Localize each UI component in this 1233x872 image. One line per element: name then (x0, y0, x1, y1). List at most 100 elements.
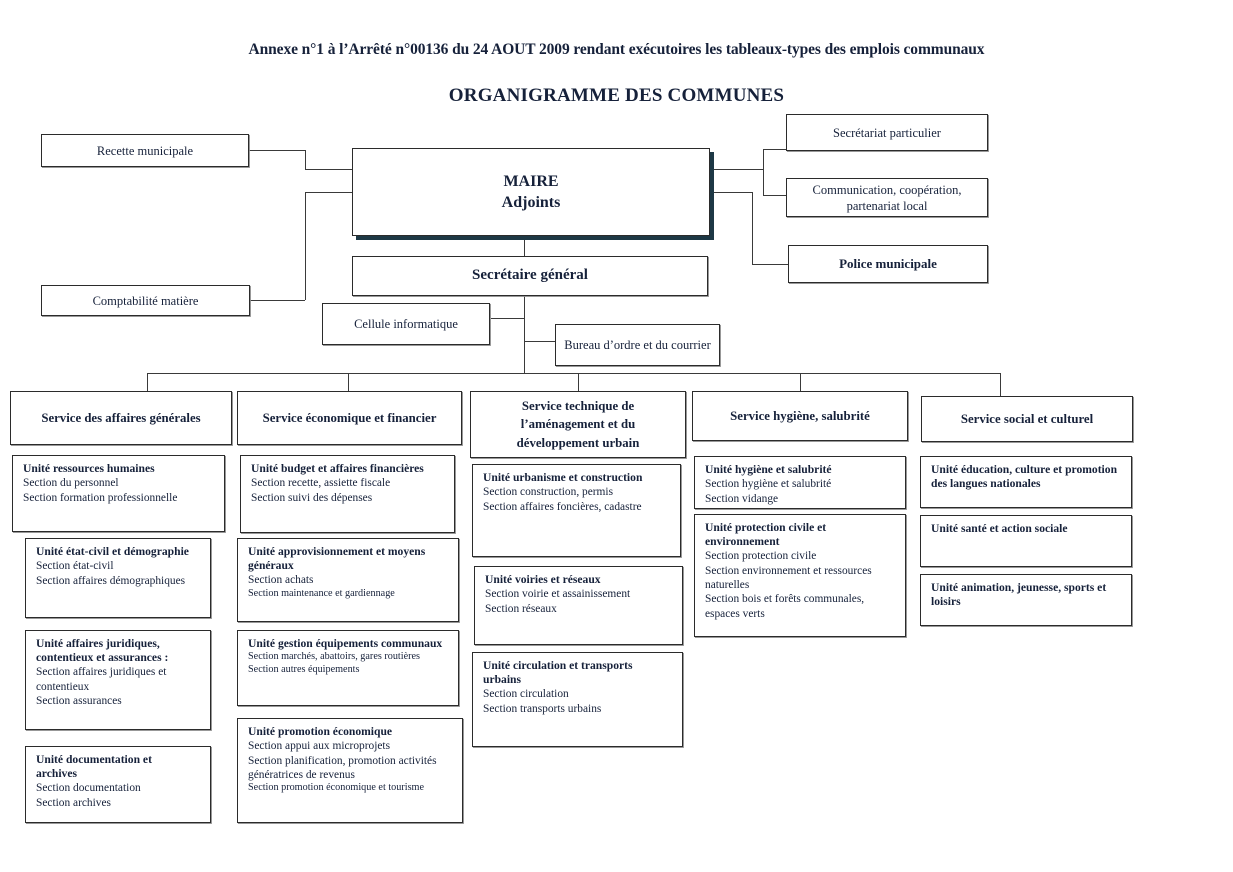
box-communication-cooperation[interactable]: Communication, coopération, partenariat … (786, 178, 988, 217)
unit-1-1-section-2: Section formation professionnelle (23, 491, 178, 504)
connector-drop-service-3 (578, 373, 579, 391)
unit-ressources-humaines[interactable]: Unité ressources humaines Section du per… (12, 455, 225, 532)
secretariat-label: Secrétariat particulier (833, 125, 941, 140)
connector-maire-sg (524, 236, 525, 256)
unit-protection-civile-environnement[interactable]: Unité protection civile et environnement… (694, 514, 906, 637)
unit-4-2-section-1: Section protection civile (705, 550, 817, 563)
unit-5-1-title-line1: Unité éducation, culture et promotion (931, 463, 1118, 476)
unit-1-2-section-1: Section état-civil (36, 560, 114, 573)
unit-3-3-section-2: Section transports urbains (483, 702, 602, 715)
unit-3-2-section-2: Section réseaux (485, 602, 557, 615)
unit-3-2-section-1: Section voirie et assainissement (485, 588, 631, 601)
unit-1-2-section-2: Section affaires démographiques (36, 574, 186, 587)
unit-2-2-title-line1: Unité approvisionnement et moyens (248, 545, 426, 558)
unit-1-3-section-2: Section assurances (36, 695, 122, 707)
box-police-municipale[interactable]: Police municipale (788, 245, 988, 283)
unit-3-1-section-2: Section affaires foncières, cadastre (483, 500, 642, 513)
unit-urbanisme-construction[interactable]: Unité urbanisme et construction Section … (472, 464, 681, 557)
maire-label-line2: Adjoints (501, 194, 561, 211)
service-3-title-line3: développement urbain (516, 435, 640, 450)
service-5-title: Service social et culturel (960, 411, 1094, 426)
unit-4-2-section-2: Section environnement et ressources (705, 564, 872, 577)
box-secretariat-particulier[interactable]: Secrétariat particulier (786, 114, 988, 151)
box-service-technique[interactable]: Service technique de l’aménagement et du… (470, 391, 686, 458)
unit-1-1-title: Unité ressources humaines (23, 462, 155, 475)
unit-gestion-equipements-communaux[interactable]: Unité gestion équipements communaux Sect… (237, 630, 459, 706)
connector-recette-h1 (249, 150, 305, 151)
unit-animation-jeunesse-sports-loisirs[interactable]: Unité animation, jeunesse, sports et loi… (920, 574, 1132, 626)
box-maire-adjoints[interactable]: MAIRE Adjoints (352, 148, 710, 236)
unit-2-3-section-2: Section autres équipements (248, 663, 360, 675)
annex-reference-line: Annexe n°1 à l’Arrêté n°00136 du 24 AOUT… (248, 41, 985, 58)
box-service-social-culturel[interactable]: Service social et culturel (921, 396, 1133, 442)
unit-promotion-economique[interactable]: Unité promotion économique Section appui… (237, 718, 463, 823)
unit-circulation-transports-urbains[interactable]: Unité circulation et transports urbains … (472, 652, 683, 747)
chart-title: ORGANIGRAMME DES COMMUNES (448, 85, 785, 106)
unit-documentation-archives[interactable]: Unité documentation et archives Section … (25, 746, 211, 823)
unit-1-2-title: Unité état-civil et démographie (36, 545, 189, 558)
box-service-hygiene-salubrite[interactable]: Service hygiène, salubrité (692, 391, 908, 441)
unit-education-culture-langues[interactable]: Unité éducation, culture et promotion de… (920, 456, 1132, 508)
unit-1-4-section-2: Section archives (36, 796, 111, 809)
unit-etat-civil-demographie[interactable]: Unité état-civil et démographie Section … (25, 538, 211, 618)
unit-3-1-title: Unité urbanisme et construction (483, 471, 643, 484)
unit-5-3-title-line1: Unité animation, jeunesse, sports et (931, 581, 1107, 594)
unit-sante-action-sociale[interactable]: Unité santé et action sociale (920, 515, 1132, 567)
unit-2-4-section-3: génératrices de revenus (248, 768, 355, 781)
unit-3-1-section-1: Section construction, permis (483, 486, 614, 499)
connector-police-h (752, 264, 788, 265)
box-cellule-informatique[interactable]: Cellule informatique (322, 303, 490, 345)
unit-5-3-title-line2: loisirs (931, 595, 961, 609)
unit-1-1-section-1: Section du personnel (23, 477, 119, 490)
unit-5-2-title: Unité santé et action sociale (931, 522, 1068, 535)
unit-4-2-section-4: Section bois et forêts communales, (705, 593, 865, 606)
connector-secretariat-bus (763, 149, 764, 195)
unit-3-3-title-line1: Unité circulation et transports (483, 659, 633, 672)
communication-label-group: Communication, coopération, partenariat … (813, 182, 962, 214)
box-bureau-ordre-courrier[interactable]: Bureau d’ordre et du courrier (555, 324, 720, 366)
service-3-title-line1: Service technique de (521, 398, 635, 413)
service-3-title-line2: l’aménagement et du (520, 417, 636, 432)
unit-4-1-title: Unité hygiène et salubrité (705, 463, 832, 476)
unit-hygiene-salubrite[interactable]: Unité hygiène et salubrité Section hygiè… (694, 456, 906, 509)
unit-2-4-section-4: Section promotion économique et tourisme (248, 782, 424, 794)
connector-comptabilite-v (305, 192, 306, 300)
unit-1-4-title-line1: Unité documentation et (36, 753, 152, 766)
connector-police-v (752, 192, 753, 264)
connector-services-bus (147, 373, 1000, 374)
bureau-label: Bureau d’ordre et du courrier (564, 338, 711, 352)
maire-label-line1: MAIRE (503, 172, 559, 190)
unit-budget-affaires-financieres[interactable]: Unité budget et affaires financières Sec… (240, 455, 455, 533)
comptabilite-label: Comptabilité matière (92, 293, 199, 308)
box-comptabilite-matiere[interactable]: Comptabilité matière (41, 285, 250, 316)
unit-2-1-section-1: Section recette, assiette fiscale (251, 477, 391, 490)
service-2-title: Service économique et financier (262, 410, 437, 425)
unit-1-4-title-line2: archives (36, 767, 78, 781)
unit-3-3-title-line2: urbains (483, 673, 522, 687)
box-service-economique-financier[interactable]: Service économique et financier (237, 391, 462, 445)
unit-3-3-section-1: Section circulation (483, 688, 569, 701)
unit-1-3-title-line2: contentieux et assurances : (36, 651, 169, 665)
unit-approvisionnement-moyens-generaux[interactable]: Unité approvisionnement et moyens généra… (237, 538, 459, 622)
maire-label-group: MAIRE Adjoints (502, 171, 561, 213)
connector-maire-right-h1 (710, 169, 763, 170)
unit-voiries-reseaux[interactable]: Unité voiries et réseaux Section voirie … (474, 566, 683, 645)
cellule-label: Cellule informatique (354, 317, 458, 331)
connector-comptabilite-h2 (305, 192, 352, 193)
unit-3-2-title: Unité voiries et réseaux (485, 573, 601, 586)
unit-2-3-title: Unité gestion équipements communaux (248, 637, 443, 650)
box-recette-municipale[interactable]: Recette municipale (41, 134, 249, 167)
connector-cellule-h (491, 318, 524, 319)
unit-2-2-title-line2: généraux (248, 559, 294, 573)
unit-affaires-juridiques[interactable]: Unité affaires juridiques, contentieux e… (25, 630, 211, 730)
unit-4-2-title-line1: Unité protection civile et (705, 521, 827, 534)
service-3-title-group: Service technique de l’aménagement et du… (517, 397, 640, 453)
box-service-affaires-generales[interactable]: Service des affaires générales (10, 391, 232, 445)
unit-1-3-section-1: Section affaires juridiques et contentie… (36, 666, 167, 693)
recette-label: Recette municipale (96, 143, 194, 158)
box-secretaire-general[interactable]: Secrétaire général (352, 256, 708, 296)
unit-2-1-section-2: Section suivi des dépenses (251, 491, 373, 504)
police-label: Police municipale (839, 255, 937, 271)
service-1-title: Service des affaires générales (41, 410, 201, 425)
